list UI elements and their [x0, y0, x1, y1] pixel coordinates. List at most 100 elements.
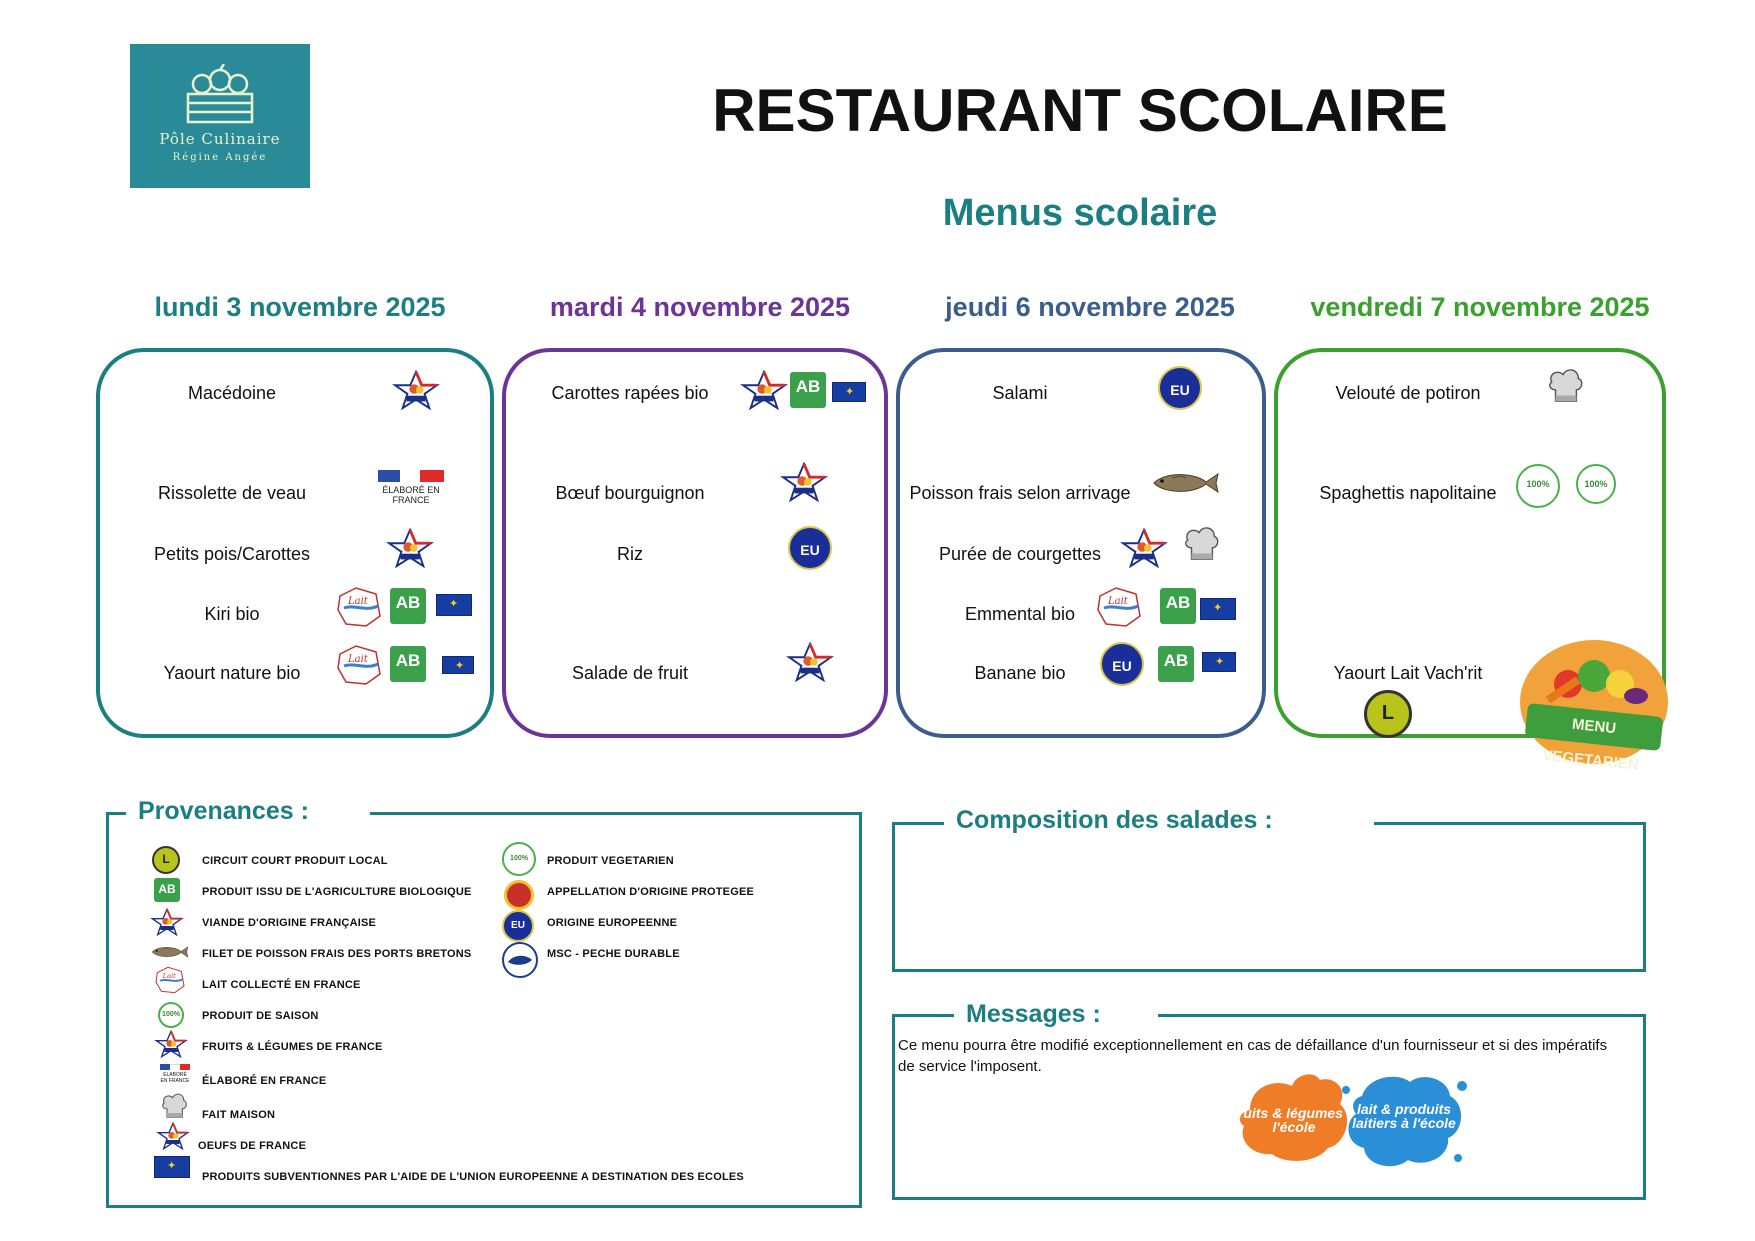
fruits-legumes-france-icon [741, 370, 787, 410]
fish-icon [151, 946, 189, 958]
eu-origin-icon: EU [1100, 642, 1144, 686]
messages-text: Ce menu pourra être modifié exceptionnel… [898, 1037, 1608, 1075]
viandes-de-france-icon [151, 908, 183, 936]
menu-item: Poisson frais selon arrivage [909, 483, 1131, 503]
fait-maison-icon [1185, 527, 1219, 560]
menu-vegetarien-badge: MENU VEGETARIEN [1520, 640, 1668, 774]
menu-box-lundi [96, 348, 494, 738]
eu-flag-icon [1200, 598, 1236, 620]
lait-france-icon [1096, 586, 1142, 628]
menu-item: Macédoine [187, 383, 277, 403]
elabore-en-france-icon: ÉLABORÉ EN FRANCE [376, 470, 446, 506]
day-title-mardi: mardi 4 novembre 2025 [549, 292, 851, 322]
lait-france-icon [336, 644, 382, 686]
eu-flag-icon [436, 594, 472, 616]
oeufs-de-france-icon [157, 1122, 189, 1150]
page-subtitle: Menus scolaire [942, 192, 1218, 234]
eu-origin-icon: EU [788, 526, 832, 570]
fait-maison-icon [162, 1093, 187, 1118]
fruits-legumes-france-icon [387, 528, 433, 568]
agriculture-bio-icon: AB [390, 646, 426, 682]
circuit-court-local-icon: L [152, 846, 180, 874]
menu-item: Salami [992, 383, 1048, 403]
fruits-legumes-france-icon [393, 370, 439, 410]
legend-label: FILET DE POISSON FRAIS DES PORTS BRETONS [202, 948, 472, 960]
fish-icon [1153, 473, 1219, 493]
lait-france-icon [155, 966, 185, 994]
circuit-court-local-icon: L [1364, 690, 1412, 738]
msc-peche-durable-icon [502, 942, 538, 978]
day-title-vendredi: vendredi 7 novembre 2025 [1310, 292, 1650, 322]
menu-box-mardi [502, 348, 888, 738]
fait-maison-icon [1549, 369, 1583, 402]
produit-de-saison-icon: 100% [158, 1002, 184, 1028]
menu-item: Salade de fruit [571, 663, 689, 683]
legend-label: PRODUIT ISSU DE L'AGRICULTURE BIOLOGIQUE [202, 886, 472, 898]
lait-france-icon [336, 586, 382, 628]
menu-item: Rissolette de veau [157, 483, 307, 503]
agriculture-bio-icon: AB [790, 372, 826, 408]
legend-label: PRODUIT VEGETARIEN [547, 855, 674, 867]
logo-subtitle: Régine Angée [172, 152, 268, 163]
logo-title: Pôle Culinaire [159, 130, 281, 148]
eu-flag-icon [1202, 652, 1236, 672]
fruits-legumes-france-icon [1121, 528, 1167, 568]
messages-title: Messages : [954, 1000, 1158, 1029]
salades-section [892, 822, 1646, 972]
menu-item: Carottes rapées bio [551, 383, 709, 403]
lait-produits-laitiers-ecole-logo: lait & produits laitiers à l'école [1338, 1066, 1470, 1174]
legend-label: LAIT COLLECTÉ EN FRANCE [202, 979, 361, 991]
agriculture-bio-icon: AB [154, 878, 180, 902]
provenances-title: Provenances : [126, 797, 370, 826]
elabore-en-france-icon: ÉLABORÉ EN FRANCE [160, 1064, 190, 1084]
legend-label: FRUITS & LÉGUMES DE FRANCE [202, 1041, 383, 1053]
eu-flag-icon [442, 656, 474, 674]
menu-box-jeudi [896, 348, 1266, 738]
menu-item: Yaourt nature bio [163, 663, 301, 683]
legend-label: ÉLABORÉ EN FRANCE [202, 1075, 327, 1087]
legend-label: FAIT MAISON [202, 1109, 276, 1121]
day-title-jeudi: jeudi 6 novembre 2025 [945, 292, 1235, 322]
legend-label: PRODUIT DE SAISON [202, 1010, 319, 1022]
produit-de-saison-icon: 100% [1576, 464, 1616, 504]
menu-item: Velouté de potiron [1335, 383, 1481, 403]
produit-vegetarien-icon: 100% [502, 842, 536, 876]
provenances-section [106, 812, 862, 1208]
eu-origin-icon: EU [1158, 366, 1202, 410]
day-title-lundi: lundi 3 novembre 2025 [154, 292, 446, 322]
pole-culinaire-logo: Pôle Culinaire Régine Angée [130, 44, 310, 188]
aop-icon [504, 880, 534, 910]
agriculture-bio-icon: AB [1158, 646, 1194, 682]
menu-item: Emmental bio [964, 604, 1076, 624]
fruits-legumes-france-icon [787, 642, 833, 682]
legend-label: OEUFS DE FRANCE [198, 1140, 307, 1152]
legend-label: CIRCUIT COURT PRODUIT LOCAL [202, 855, 388, 867]
menu-box-vendredi [1274, 348, 1666, 738]
menu-item: Spaghettis napolitaine [1319, 483, 1497, 503]
fruits-legumes-france-icon [155, 1030, 187, 1058]
menu-item: Petits pois/Carottes [153, 544, 311, 564]
messages-section [892, 1014, 1646, 1200]
eu-flag-icon [832, 382, 866, 402]
page-title: RESTAURANT SCOLAIRE [712, 77, 1448, 144]
viandes-de-france-icon [781, 462, 827, 502]
agriculture-bio-icon: AB [390, 588, 426, 624]
legend-label: ORIGINE EUROPEENNE [547, 917, 678, 929]
agriculture-bio-icon: AB [1160, 588, 1196, 624]
menu-item: Banane bio [974, 663, 1066, 683]
fruits-legumes-ecole-logo: fruits & légumes à l'école [1230, 1070, 1358, 1166]
menu-item: Yaourt Lait Vach'rit [1333, 663, 1483, 683]
vegetables-icon [1545, 660, 1648, 704]
crate-icon [186, 64, 254, 124]
ble-francais-icon: 100% [1516, 464, 1560, 508]
salades-title: Composition des salades : [944, 806, 1374, 835]
eu-flag-icon [154, 1156, 190, 1178]
menu-item: Bœuf bourguignon [555, 483, 705, 503]
menu-item: Riz [617, 544, 643, 564]
legend-label: VIANDE D'ORIGINE FRANÇAISE [202, 917, 377, 929]
legend-label: APPELLATION D'ORIGINE PROTEGEE [547, 886, 755, 898]
eu-origin-icon: EU [502, 910, 534, 942]
legend-label: MSC - PECHE DURABLE [547, 948, 680, 960]
menu-item: Purée de courgettes [938, 544, 1102, 564]
menu-item: Kiri bio [204, 604, 260, 624]
